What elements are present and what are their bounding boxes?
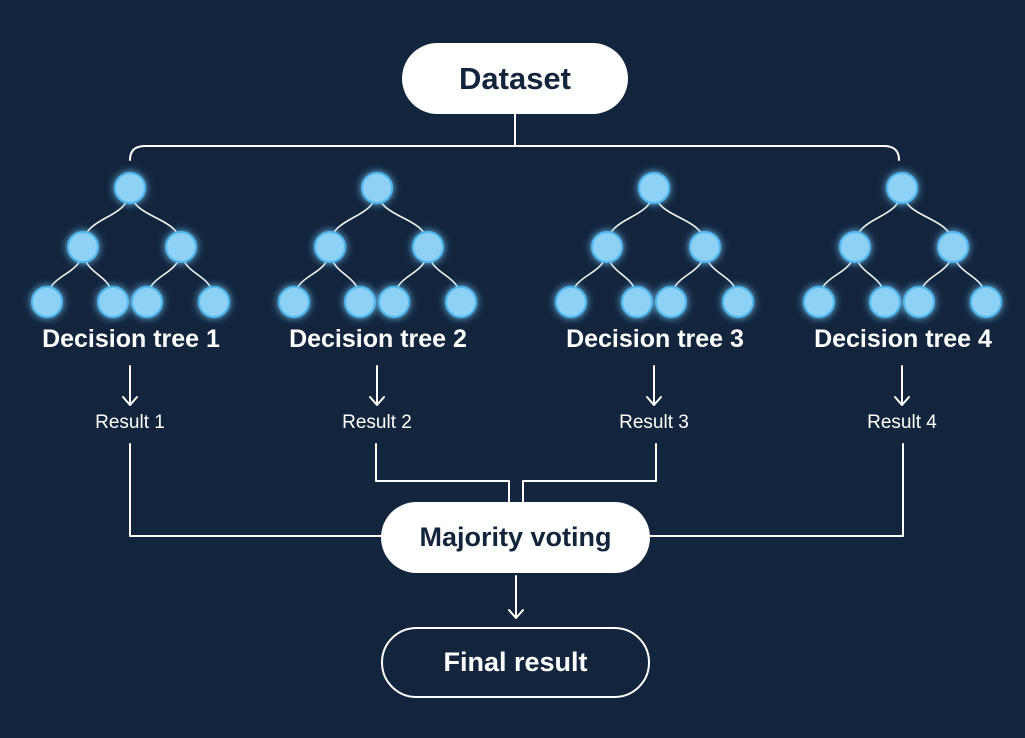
tree-leaf-node [869,286,901,318]
tree-leaf-node [970,286,1002,318]
tree-inner-node [412,231,444,263]
tree-label-3: Decision tree 3 [566,325,744,353]
tree-leaf-node [31,286,63,318]
dataset-node: Dataset [402,43,628,114]
tree-leaf-node [278,286,310,318]
tree-label-2: Decision tree 2 [289,325,467,353]
voting-arrowhead [508,609,524,619]
tree-leaf-node [655,286,687,318]
final-result-node: Final result [381,627,650,698]
tree-root-node [114,172,146,204]
tree-label-1: Decision tree 1 [42,325,220,353]
tree-inner-node [67,231,99,263]
tree-inner-node [689,231,721,263]
dataset-bracket-line [129,145,900,161]
tree-leaf-node [621,286,653,318]
decision-tree-3 [555,172,754,318]
tree-leaf-node [131,286,163,318]
dataset-label: Dataset [459,60,571,96]
tree-leaf-node [722,286,754,318]
tree-leaf-node [445,286,477,318]
tree-root-node [638,172,670,204]
tree-leaf-node [198,286,230,318]
tree-arrowhead-4 [894,396,910,406]
tree-arrowhead-1 [122,396,138,406]
tree-inner-node [314,231,346,263]
majority-voting-node: Majority voting [381,502,650,573]
result-label-1: Result 1 [95,412,165,433]
tree-inner-node [165,231,197,263]
result-label-3: Result 3 [619,412,689,433]
tree-inner-node [591,231,623,263]
tree-label-4: Decision tree 4 [814,325,992,353]
tree-arrowhead-3 [646,396,662,406]
tree-inner-node [839,231,871,263]
result-label-4: Result 4 [867,412,937,433]
tree-leaf-node [344,286,376,318]
decision-tree-4 [803,172,1002,318]
tree-root-node [361,172,393,204]
decision-tree-2 [278,172,477,318]
result-2-connector [375,443,510,503]
final-result-label: Final result [443,647,588,677]
decision-tree-1 [31,172,230,318]
tree-leaf-node [555,286,587,318]
result-label-2: Result 2 [342,412,412,433]
result-1-connector [129,443,382,537]
tree-root-node [886,172,918,204]
decision-trees [31,172,1002,318]
majority-voting-label: Majority voting [419,522,612,552]
tree-leaf-node [803,286,835,318]
connectors [122,113,910,619]
tree-leaf-node [903,286,935,318]
tree-arrowhead-2 [369,396,385,406]
tree-leaf-node [378,286,410,318]
tree-inner-node [937,231,969,263]
tree-leaf-node [97,286,129,318]
result-3-connector [522,443,657,503]
result-4-connector [649,443,904,537]
